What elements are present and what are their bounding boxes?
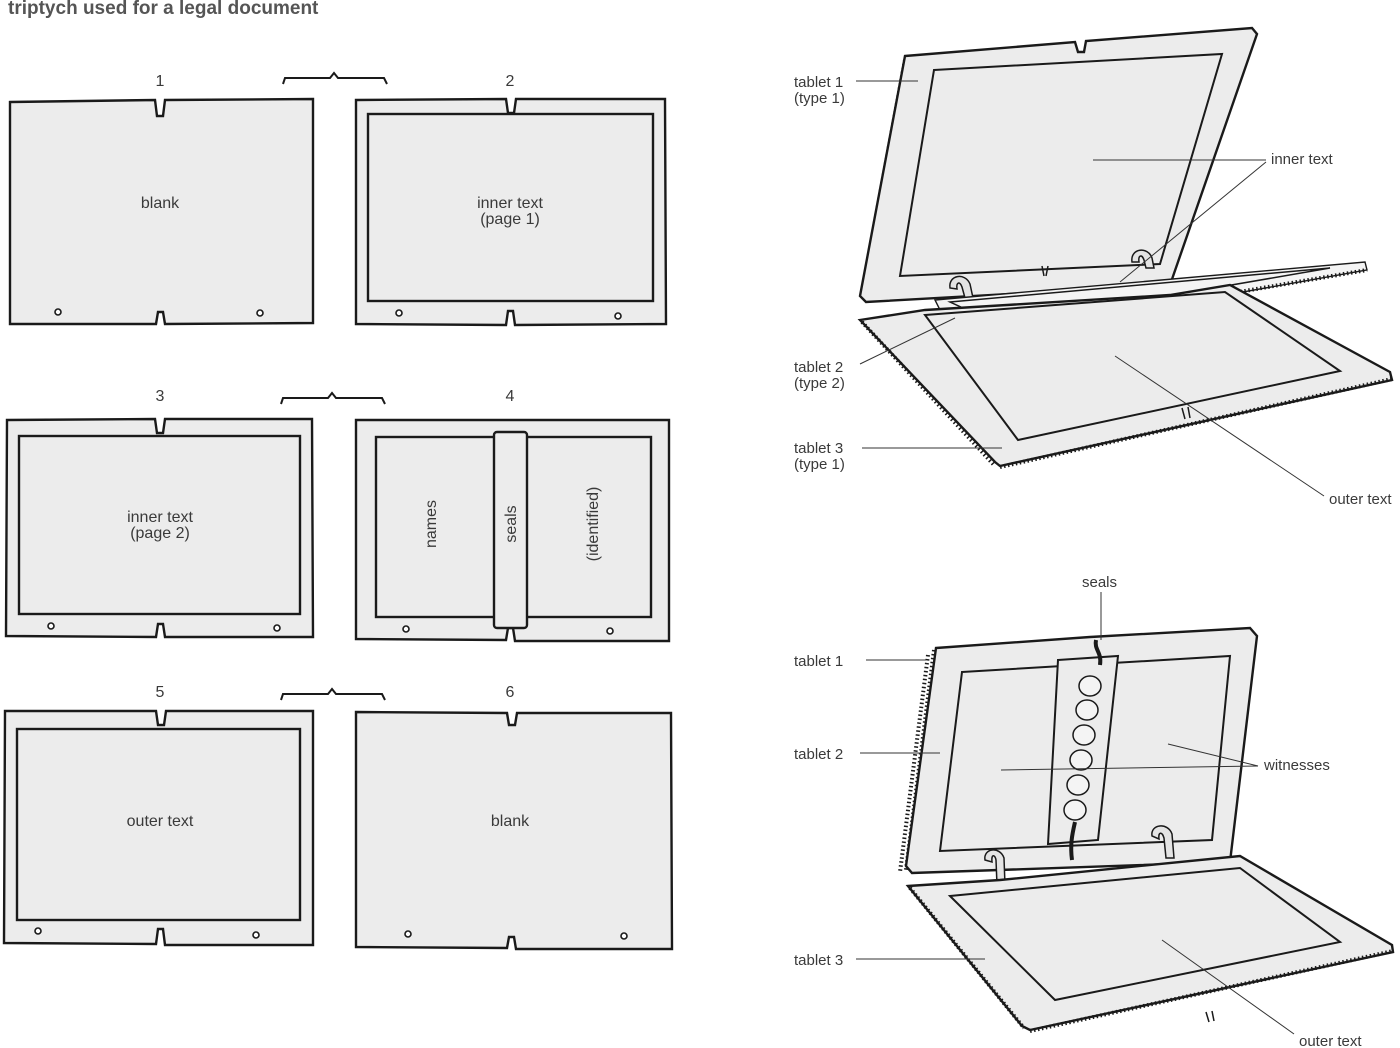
sealed-tablet3-label: tablet 3	[794, 952, 843, 969]
panel-5-label: outer text	[127, 813, 194, 830]
open-tablet3-type: (type 1)	[794, 456, 845, 473]
open-tablet2-type: (type 2)	[794, 375, 845, 392]
panel-1-number: 1	[156, 73, 165, 90]
panel-5-number: 5	[156, 684, 165, 701]
open-inner-text-label: inner text	[1271, 151, 1334, 168]
open-tablet1-label: tablet 1	[794, 74, 843, 91]
brace-1-2	[282, 71, 388, 85]
sealed-outer-text-label: outer text	[1299, 1033, 1362, 1048]
panel-3: 3 inner text (page 2)	[4, 388, 315, 639]
panel-2: 2 inner text (page 1)	[354, 73, 668, 327]
triptych-open-view: tablet 1 (type 1) tablet 2 (type 2) tabl…	[794, 26, 1394, 508]
open-tablet1-type: (type 1)	[794, 90, 845, 107]
panel-6-label: blank	[491, 813, 530, 830]
panel-3-label-line2: (page 2)	[130, 525, 190, 542]
panel-2-label-line2: (page 1)	[480, 211, 540, 228]
sealed-tablet1-label: tablet 1	[794, 653, 843, 670]
sealed-tablet2-label: tablet 2	[794, 746, 843, 763]
brace-3-4	[280, 391, 386, 405]
figure-title: triptych used for a legal document	[8, 0, 319, 19]
sealed-witnesses-label: witnesses	[1263, 757, 1330, 774]
panel-1-label: blank	[141, 195, 180, 212]
panel-1: 1 blank	[8, 73, 315, 326]
panel-2-label-line1: inner text	[477, 195, 543, 212]
panel-4: 4 names seals (identified)	[354, 388, 671, 643]
panel-4-identified: (identified)	[585, 487, 602, 562]
panel-4-seals: seals	[503, 505, 520, 542]
open-tablet3-label: tablet 3	[794, 440, 843, 457]
open-tablet2-label: tablet 2	[794, 359, 843, 376]
panel-4-number: 4	[506, 388, 515, 405]
panel-4-names: names	[423, 500, 440, 548]
panel-3-label-line1: inner text	[127, 509, 193, 526]
seal-strip	[492, 430, 529, 630]
brace-5-6	[280, 687, 386, 701]
sealed-seals-label: seals	[1082, 574, 1117, 591]
panel-5: 5 outer text	[2, 684, 315, 947]
panel-3-number: 3	[156, 388, 165, 405]
panel-2-number: 2	[506, 73, 515, 90]
triptych-sealed-view: seals tablet 1 tablet 2 tablet 3 witness…	[794, 574, 1395, 1048]
panel-6-number: 6	[506, 684, 515, 701]
panel-6: 6 blank	[354, 684, 674, 951]
open-outer-text-label: outer text	[1329, 491, 1392, 508]
